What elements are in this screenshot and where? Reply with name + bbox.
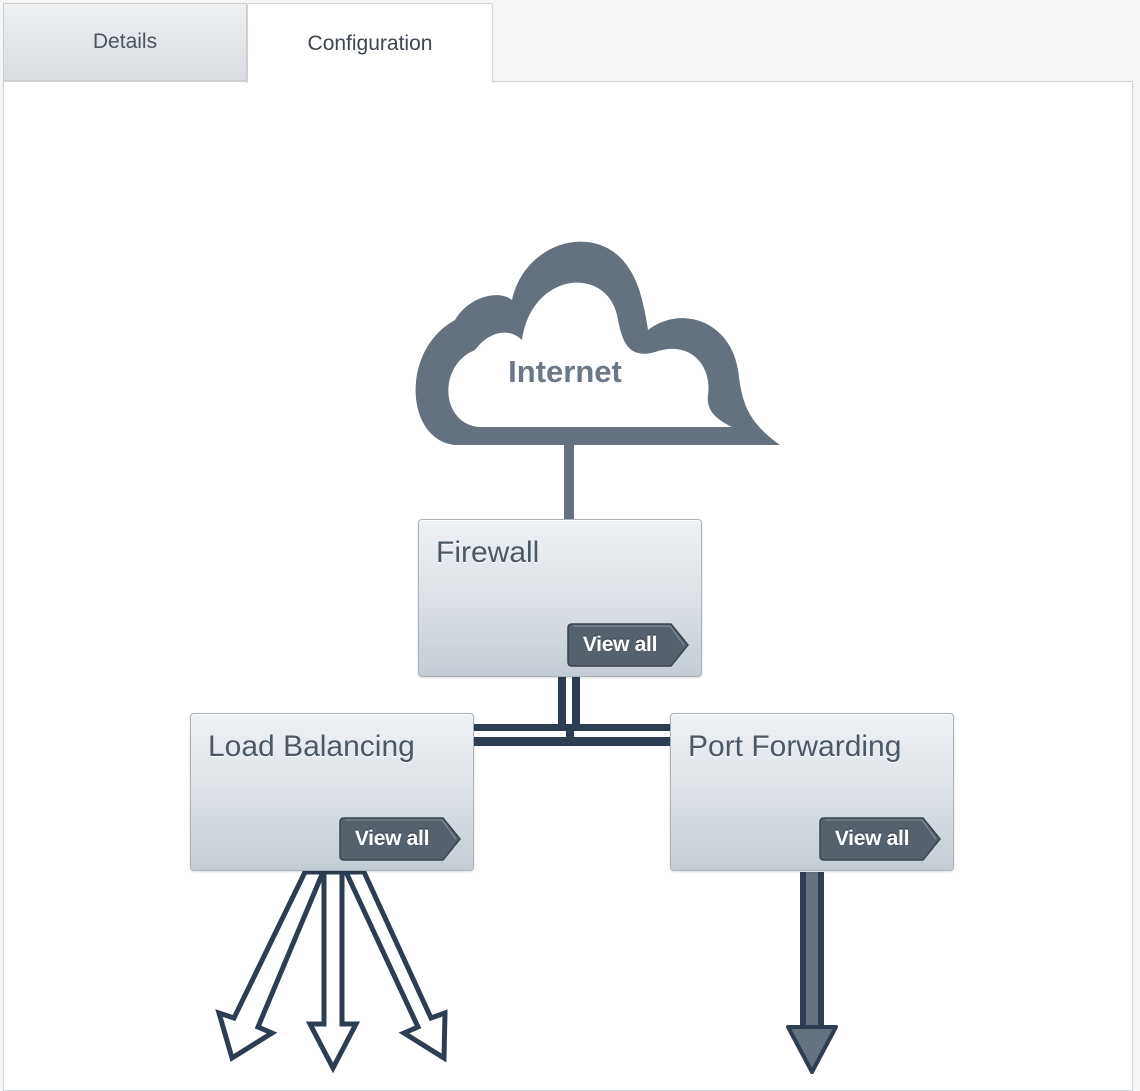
internet-label: Internet — [508, 354, 622, 389]
load-balancing-view-all-label: View all — [354, 827, 430, 850]
port-forwarding-title: Port Forwarding — [688, 730, 902, 763]
load-balancing-node: Load Balancing View all — [190, 713, 474, 871]
port-forwarding-view-all-button[interactable]: View all — [819, 817, 941, 861]
firewall-title: Firewall — [436, 536, 540, 569]
tab-bar: Details Configuration — [0, 0, 1140, 83]
arrow-right-icon — [339, 817, 461, 861]
load-balancing-view-all-button[interactable]: View all — [339, 817, 461, 861]
load-balancing-outbound-arrows — [215, 869, 448, 1074]
firewall-node: Firewall View all — [418, 519, 702, 677]
tab-details[interactable]: Details — [3, 3, 247, 81]
tab-configuration-label: Configuration — [307, 31, 433, 55]
load-balancing-title: Load Balancing — [208, 730, 415, 763]
port-forwarding-view-all-label: View all — [834, 827, 910, 850]
firewall-view-all-label: View all — [582, 633, 658, 656]
arrow-right-icon — [819, 817, 941, 861]
tab-details-label: Details — [92, 30, 158, 53]
arrow-right-icon — [567, 623, 689, 667]
port-forwarding-node: Port Forwarding View all — [670, 713, 954, 871]
tab-configuration[interactable]: Configuration — [247, 3, 493, 83]
cloud-icon — [415, 241, 780, 445]
connector-internet-firewall — [564, 445, 574, 521]
firewall-view-all-button[interactable]: View all — [567, 623, 689, 667]
connector-firewall-branch — [472, 676, 672, 746]
port-forwarding-outbound-arrow — [786, 872, 838, 1074]
